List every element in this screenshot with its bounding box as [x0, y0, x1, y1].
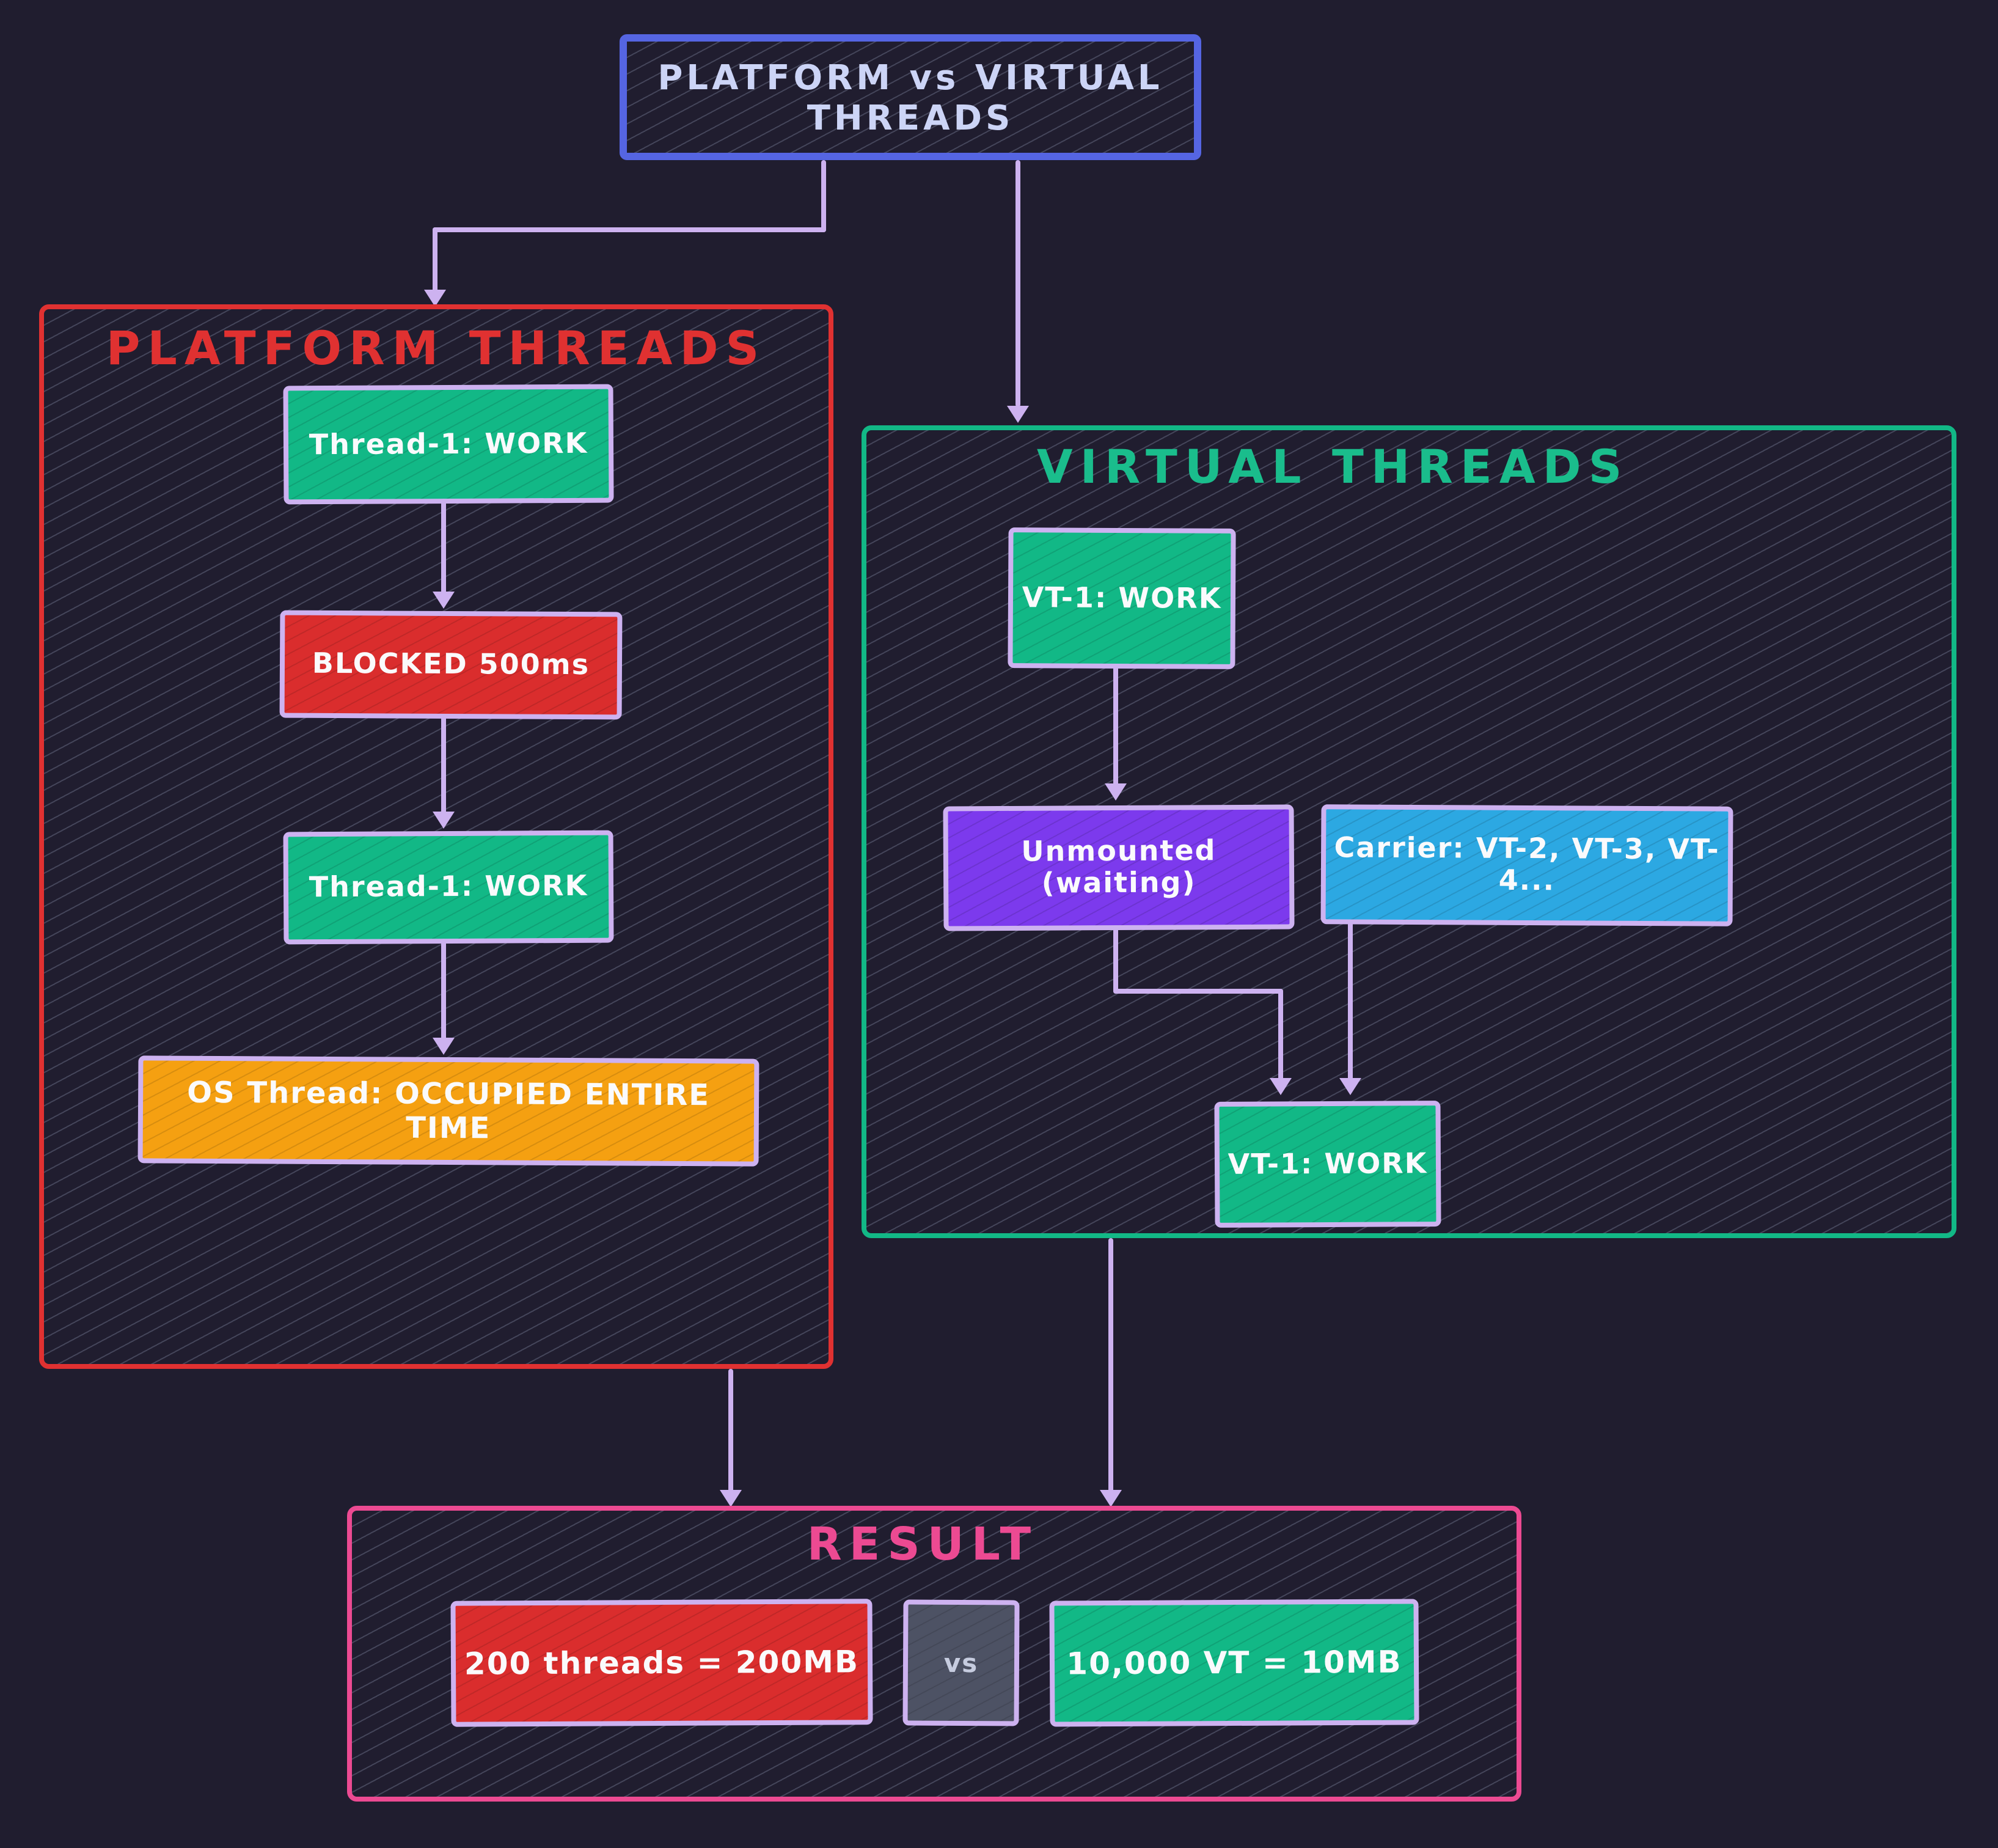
arrowhead-icon — [1100, 1490, 1122, 1507]
box-label: VT-1: WORK — [1022, 582, 1222, 615]
virtual-threads-title: VIRTUAL THREADS — [1036, 440, 1630, 494]
box-label: Thread-1: WORK — [309, 427, 588, 461]
title-box-label: PLATFORM vs VIRTUAL THREADS — [657, 57, 1163, 138]
arrowhead-icon — [433, 812, 455, 829]
virtual-carrier: Carrier: VT-2, VT-3, VT-4... — [1320, 804, 1733, 926]
platform-os-thread-occupied: OS Thread: OCCUPIED ENTIRE TIME — [137, 1055, 759, 1167]
box-label: 200 threads = 200MB — [464, 1644, 860, 1682]
virtual-vt1-work-2: VT-1: WORK — [1214, 1101, 1441, 1228]
title-box: PLATFORM vs VIRTUAL THREADS — [620, 34, 1201, 160]
result-container: RESULT 200 threads = 200MB vs 10,000 VT … — [347, 1506, 1521, 1802]
platform-threads-title: PLATFORM THREADS — [106, 321, 767, 375]
box-label: BLOCKED 500ms — [312, 648, 590, 682]
virtual-threads-container: VIRTUAL THREADS VT-1: WORK Unmounted (wa… — [862, 425, 1956, 1238]
result-title: RESULT — [807, 1518, 1039, 1571]
result-platform-memory: 200 threads = 200MB — [450, 1599, 873, 1727]
result-virtual-memory: 10,000 VT = 10MB — [1049, 1599, 1419, 1727]
arrowhead-icon — [433, 1038, 455, 1055]
box-label: 10,000 VT = 10MB — [1066, 1644, 1402, 1682]
box-label: VT-1: WORK — [1228, 1148, 1428, 1181]
virtual-vt1-work-1: VT-1: WORK — [1008, 527, 1236, 669]
arrowhead-icon — [1105, 783, 1127, 801]
platform-thread1-work-1: Thread-1: WORK — [283, 384, 614, 505]
box-label: Carrier: VT-2, VT-3, VT-4... — [1334, 832, 1720, 898]
platform-threads-container: PLATFORM THREADS Thread-1: WORK BLOCKED … — [39, 304, 833, 1369]
arrowhead-icon — [720, 1490, 742, 1507]
arrowhead-icon — [1339, 1078, 1361, 1095]
platform-thread1-work-2: Thread-1: WORK — [283, 830, 614, 945]
box-label: OS Thread: OCCUPIED ENTIRE TIME — [187, 1075, 711, 1146]
arrowhead-icon — [433, 592, 455, 609]
arrowhead-icon — [1270, 1078, 1292, 1095]
box-label: Thread-1: WORK — [309, 870, 588, 904]
platform-blocked-500ms: BLOCKED 500ms — [279, 610, 623, 720]
arrowhead-icon — [424, 290, 446, 307]
virtual-unmounted-waiting: Unmounted (waiting) — [943, 804, 1295, 931]
box-label: vs — [943, 1648, 979, 1678]
arrowhead-icon — [1007, 406, 1029, 423]
box-label: Unmounted (waiting) — [1021, 835, 1217, 900]
result-vs-box: vs — [902, 1599, 1020, 1726]
